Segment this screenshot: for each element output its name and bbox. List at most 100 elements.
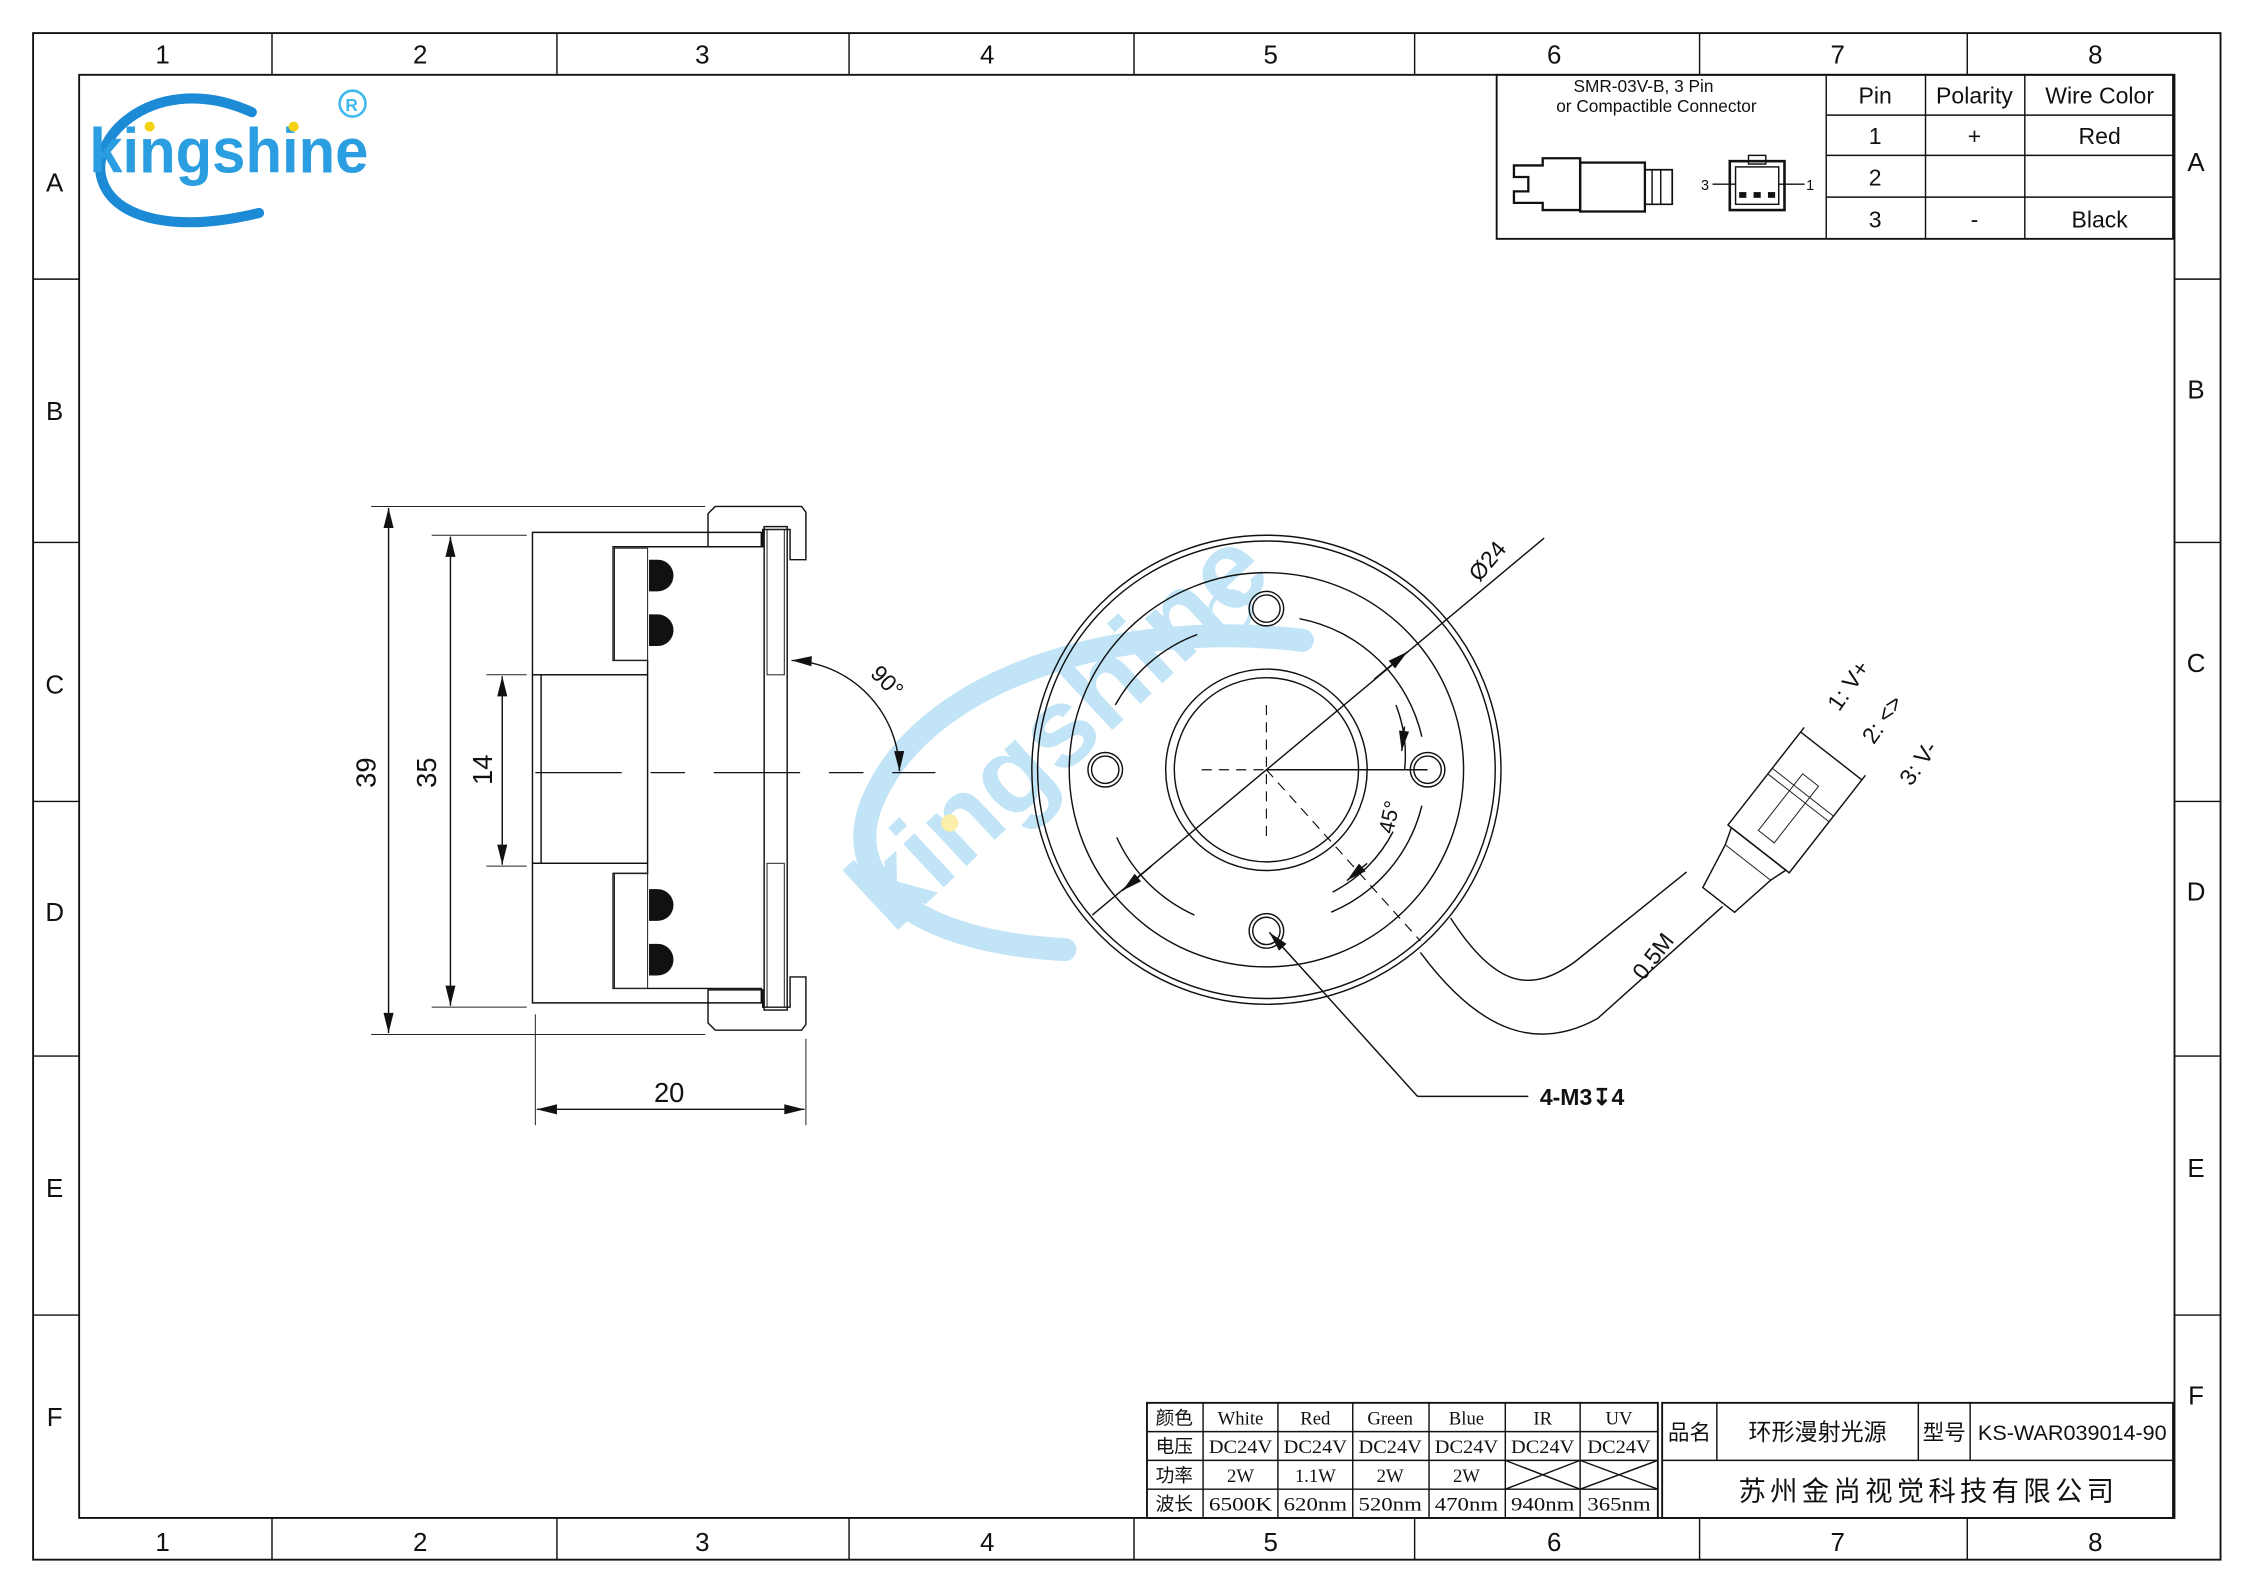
led-domes [649,559,674,976]
grid-column-label: 5 [1264,1529,1278,1557]
pin-table-header: Wire Color [2045,83,2154,109]
spec-cell-color: Green [1367,1408,1413,1429]
spec-cell-wavelength: 365nm [1587,1495,1651,1516]
grid-column-label: 4 [980,1529,994,1557]
diameter-24-line [1091,537,1545,916]
grid-column-label: 8 [2088,41,2102,69]
spec-cell-voltage: DC24V [1284,1437,1348,1458]
logo-text: kingshine [89,117,368,187]
pin-table-header: Polarity [1936,83,2013,109]
spec-cell-power: 2W [1227,1466,1254,1487]
watermark-text: kingshine [823,503,1292,952]
grid-row-label: C [45,672,64,700]
dimension-35-label: 35 [411,757,442,787]
spec-cell-color: White [1218,1408,1264,1429]
pin-table-cell: 1 [1869,123,1882,149]
connector-side-icon [1512,157,1674,213]
led-pcb [613,872,649,989]
spec-cell-voltage: DC24V [1435,1437,1499,1458]
registered-icon [338,89,367,118]
pin-table-cell: Red [2079,123,2121,149]
pin-table-cell: Black [2072,206,2129,232]
mounting-holes [1087,590,1446,949]
spec-cell-voltage: DC24V [1209,1437,1273,1458]
connector-pin-left-label: 3 [1701,178,1709,194]
grid-column-label: 1 [155,41,169,69]
spec-cell-voltage: DC24V [1587,1437,1651,1458]
connector-pin-right-label: 1 [1806,178,1814,194]
spec-cell-power: 2W [1453,1466,1480,1487]
grid-column-label: 4 [980,41,994,69]
dimension-20-label: 20 [654,1077,684,1108]
grid-column-label: 8 [2088,1529,2102,1557]
grid-row-label: D [2187,879,2206,907]
led-pcb [613,547,649,661]
company-name: 苏州金尚视觉科技有限公司 [1739,1477,2119,1508]
grid-row-label: E [46,1175,63,1203]
logo-dot-icon [144,121,155,132]
angle-90-label: 90° [866,660,909,703]
spec-row-label: 电压 [1156,1437,1193,1458]
diameter-24-label: Ø24 [1463,536,1511,586]
spec-cell-power: 2W [1377,1466,1404,1487]
product-name: 环形漫射光源 [1749,1420,1887,1446]
grid-column-label: 2 [413,41,427,69]
pin-table-cell: 3 [1869,206,1882,232]
kingshine-logo: kingshine ® R [89,89,368,228]
connector-title-line2: or Compactible Connector [1556,96,1757,116]
grid-row-label: C [2187,650,2206,678]
grid-column-label: 5 [1264,41,1278,69]
angle-45-label: 45° [1373,798,1404,835]
connector-table: SMR-03V-B, 3 Pin or Compactible Connecto… [1495,73,2174,240]
grid-row-label: A [2187,149,2205,177]
logo-dot-icon [288,121,299,132]
spec-cell-voltage: DC24V [1511,1437,1575,1458]
spec-table: 颜色电压功率波长WhiteDC24V2W6500KRedDC24V1.1W620… [1146,1401,1659,1519]
grid-column-label: 6 [1547,1529,1561,1557]
grid-column-label: 7 [1831,41,1845,69]
pin-table-cell: - [1971,206,1979,232]
grid-row-label: E [2187,1155,2204,1183]
pin-table-cell: 2 [1869,165,1882,191]
grid-column-label: 3 [695,1529,709,1557]
title-block: 品名 环形漫射光源 型号 KS-WAR039014-90 苏州金尚视觉科技有限公… [1661,1401,2174,1519]
grid-column-label: 7 [1831,1529,1845,1557]
registered-letter: R [345,95,358,115]
spec-cell-color: IR [1533,1408,1552,1429]
connector-plug [1701,727,1866,914]
grid-row-label: D [45,899,64,927]
grid-row-label: B [46,398,63,426]
spec-cell-wavelength: 470nm [1435,1495,1499,1516]
pin-2-label: 2: <> [1857,690,1908,748]
spec-row-label: 颜色 [1156,1408,1193,1429]
connector-title-line1: SMR-03V-B, 3 Pin [1573,76,1713,96]
cable-length-label: 0.5M [1627,928,1679,984]
spec-cell-wavelength: 940nm [1511,1495,1575,1516]
grid-column-label: 3 [695,41,709,69]
grid-column-label: 2 [413,1529,427,1557]
spec-cell-voltage: DC24V [1359,1437,1423,1458]
pin-3-label: 3: V- [1894,736,1942,790]
grid-column-label: 1 [155,1529,169,1557]
connector-front-icon [1712,154,1805,212]
grid-row-label: F [2188,1382,2204,1410]
spec-cell-color: Red [1300,1408,1331,1429]
product-name-label: 品名 [1668,1421,1711,1446]
grid-column-label: 6 [1547,41,1561,69]
spec-cell-wavelength: 520nm [1359,1495,1423,1516]
grid-row-label: A [46,169,64,197]
pin-table-header: Pin [1859,83,1892,109]
pin-table-cell: + [1968,123,1981,149]
grid-row-label: F [47,1404,63,1432]
grid-row-label: B [2187,377,2204,405]
side-section-view: 39 35 14 20 90° [351,505,936,1126]
model-number: KS-WAR039014-90 [1978,1420,2167,1445]
spec-cell-power: 1.1W [1295,1466,1336,1487]
angle-90-arc [791,656,905,772]
holes-callout: 4-M3↧4 [1540,1084,1625,1110]
model-label: 型号 [1923,1421,1966,1446]
dimension-14-label: 14 [467,755,498,785]
pin-1-label: 1: V+ [1822,656,1875,715]
